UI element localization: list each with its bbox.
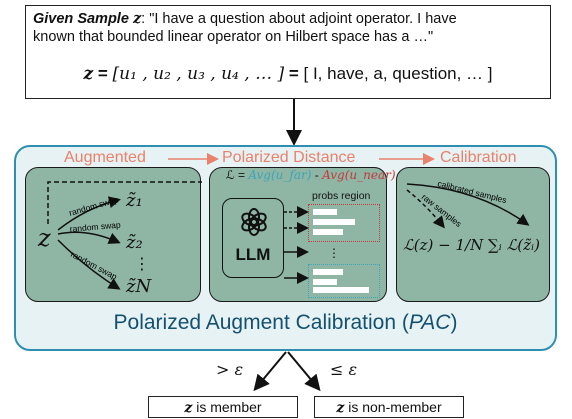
llm-box: LLM [222,198,284,278]
stage-arrows [168,153,435,165]
title-main: Polarized Augment Calibration ( [113,311,409,334]
polar-formula: ℒ = Avg(u_far) - Avg(u_near) [226,168,396,182]
non-member-var: z [336,400,345,416]
member-box: z is member [148,396,298,418]
title-acronym: PAC [408,311,451,334]
member-label: is member [196,399,262,415]
aug-output-dots: ⋮ [134,256,150,273]
gt-epsilon-label: > ε [216,360,244,379]
sample-equation: z = [u₁ , u₂ , u₃ , u₄ , … ] = [ I, have… [83,64,493,84]
sample-var: z [132,10,142,27]
decision-arrow-left [253,351,287,392]
polar-panel: ℒ = Avg(u_far) - Avg(u_near) LLM probs r… [209,167,396,302]
decision-arrow-right [287,351,321,392]
aug-output-1: z̃₁ [126,190,143,211]
llm-label: LLM [235,245,271,264]
llm-logo-icon [241,208,267,236]
aug-output-2: z̃₂ [126,232,143,253]
le-epsilon-label: ≤ ε [330,360,358,379]
non-member-box: z is non-member [314,396,464,418]
eq-tokens: [u₁ , u₂ , u₃ , u₄ , … ] [112,64,285,84]
formula-lhs: ℒ = [226,168,249,182]
raw-samples-label: raw samples [420,192,464,229]
formula-minus: - [311,168,323,182]
eq-lhs: z [83,64,94,84]
avg-far: Avg(u_far) [248,168,312,182]
calib-panel: calibrated samples raw samples ℒ(z) − 1/… [396,167,550,302]
title-close: ) [450,311,458,334]
pac-panel: Augmented Polarized Distance Calibration… [14,145,557,351]
sample-line-1: Given Sample z: "I have a question about… [33,10,457,27]
pac-title: Polarized Augment Calibration (PAC) [16,311,555,335]
swap-label-2: random swap [69,220,121,234]
calib-formula: ℒ(z) − 1/N ∑ᵢ ℒ(z̃ᵢ) [403,236,540,254]
stage-calibration: Calibration [440,149,517,166]
eq-words: [ I, have, a, question, … ] [303,64,493,83]
aug-input-var: z [38,224,51,252]
member-var: z [184,400,193,416]
stage-augmented: Augmented [64,149,146,166]
stage-polarized: Polarized Distance [222,149,356,166]
aug-output-n: z̃N [126,276,152,297]
probs-dots: ⋮ [328,246,340,260]
non-member-label: is non-member [348,399,442,415]
sample-label: Given Sample [33,11,129,27]
probs-label: probs region [312,190,371,202]
augment-panel: random swap random swap random swap z z̃… [25,167,202,302]
avg-near: Avg(u_near) [322,168,396,182]
calibrated-samples-label: calibrated samples [437,178,508,205]
sample-box: Given Sample z: "I have a question about… [25,5,551,99]
sample-line-2: known that bounded linear operator on Hi… [33,29,434,45]
sample-text-1: : "I have a question about adjoint opera… [141,11,457,27]
